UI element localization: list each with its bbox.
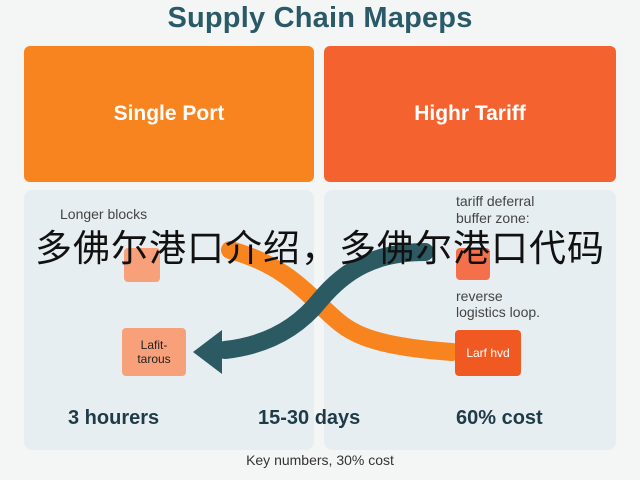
right-note-3: reverse: [456, 288, 503, 304]
right-small-box: [456, 248, 490, 280]
single-port-card: Single Port: [24, 46, 314, 182]
teal-arrowhead: [193, 330, 222, 374]
higher-tariff-card: Highr Tariff: [324, 46, 616, 182]
left-panel: [24, 190, 314, 450]
right-note-4: logistics loop.: [456, 304, 541, 320]
single-port-label: Single Port: [113, 102, 225, 125]
right-note-1: tariff deferral: [456, 193, 535, 209]
right-box: Larf hvd: [455, 330, 521, 376]
page-title: Supply Chain Mapeps: [167, 2, 473, 34]
teal-arrow: [216, 243, 434, 359]
footer-note: Key numbers, 30% cost: [246, 452, 394, 468]
right-note-2: buffer zone:: [456, 210, 530, 226]
right-panel: [324, 190, 616, 450]
stat-mid: 15-30 days: [258, 407, 361, 429]
left-small-box: [124, 248, 160, 282]
higher-tariff-label: Highr Tariff: [414, 102, 526, 125]
overlay-caption: 多佛尔港口介绍，多佛尔港口代码: [35, 227, 605, 270]
left-note: Longer blocks: [60, 206, 148, 222]
left-box: Lafit- tarous: [122, 328, 186, 376]
stat-right: 60% cost: [456, 407, 543, 429]
stat-left: 3 hourers: [68, 407, 160, 429]
